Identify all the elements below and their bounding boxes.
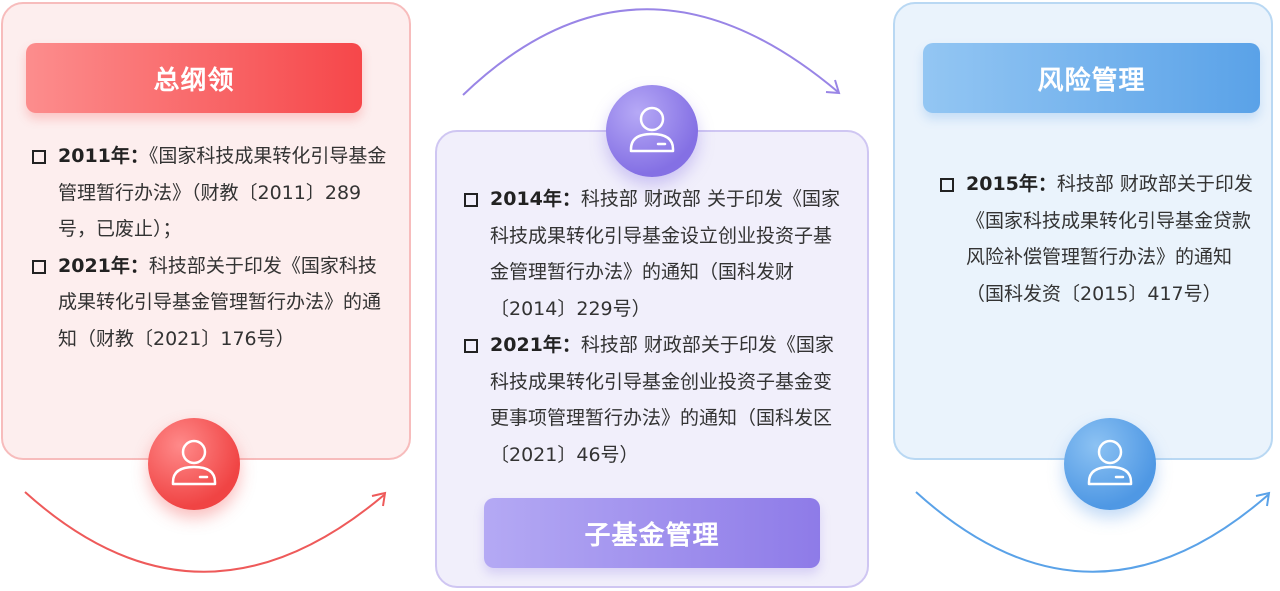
user-icon	[606, 85, 698, 177]
purple-arc-arrowhead	[825, 79, 841, 95]
blue-arc-arrowhead	[1255, 491, 1271, 507]
list-item: 2021年：科技部 财政部关于印发《国家科技成果转化引导基金创业投资子基金变更事…	[464, 327, 850, 473]
list-subfund: 2014年：科技部 财政部 关于印发《国家科技成果转化引导基金设立创业投资子基金…	[464, 181, 850, 473]
list-item: 2021年：科技部关于印发《国家科技成果转化引导基金管理暂行办法》的通知（财教〔…	[32, 248, 392, 358]
item-year: 2014年：	[490, 188, 581, 210]
square-bullet-icon	[32, 150, 46, 164]
item-text: 科技部关于印发《国家科技成果转化引导基金管理暂行办法》的通知（财教〔2021〕1…	[58, 254, 382, 350]
red-arc-arrowhead	[371, 491, 387, 507]
item-text: 科技部 财政部关于印发《国家科技成果转化引导基金贷款风险补偿管理暂行办法》的通知…	[966, 173, 1253, 305]
section-title-subfund: 子基金管理	[484, 498, 820, 568]
list-item: 2014年：科技部 财政部 关于印发《国家科技成果转化引导基金设立创业投资子基金…	[464, 181, 850, 327]
user-icon	[1064, 418, 1156, 510]
item-text: 《国家科技成果转化引导基金管理暂行办法》（财教〔2011〕289号，已废止）；	[58, 145, 387, 240]
item-year: 2011年：	[58, 145, 149, 167]
list-risk: 2015年：科技部 财政部关于印发《国家科技成果转化引导基金贷款风险补偿管理暂行…	[940, 166, 1255, 312]
section-title-risk: 风险管理	[923, 43, 1260, 113]
item-text: 科技部 财政部关于印发《国家科技成果转化引导基金创业投资子基金变更事项管理暂行办…	[490, 334, 834, 466]
square-bullet-icon	[32, 259, 46, 274]
item-text: 科技部 财政部 关于印发《国家科技成果转化引导基金设立创业投资子基金管理暂行办法…	[490, 188, 840, 320]
square-bullet-icon	[464, 339, 478, 353]
item-year: 2015年：	[966, 173, 1057, 195]
item-year: 2021年：	[490, 334, 581, 356]
list-general: 2011年：《国家科技成果转化引导基金管理暂行办法》（财教〔2011〕289号，…	[32, 138, 392, 357]
square-bullet-icon	[940, 178, 954, 192]
list-item: 2015年：科技部 财政部关于印发《国家科技成果转化引导基金贷款风险补偿管理暂行…	[940, 166, 1255, 312]
list-item: 2011年：《国家科技成果转化引导基金管理暂行办法》（财教〔2011〕289号，…	[32, 138, 392, 248]
item-year: 2021年：	[58, 254, 149, 277]
purple-arc	[462, 8, 839, 96]
user-icon	[148, 418, 240, 510]
square-bullet-icon	[464, 193, 478, 207]
section-title-general: 总纲领	[26, 43, 362, 113]
